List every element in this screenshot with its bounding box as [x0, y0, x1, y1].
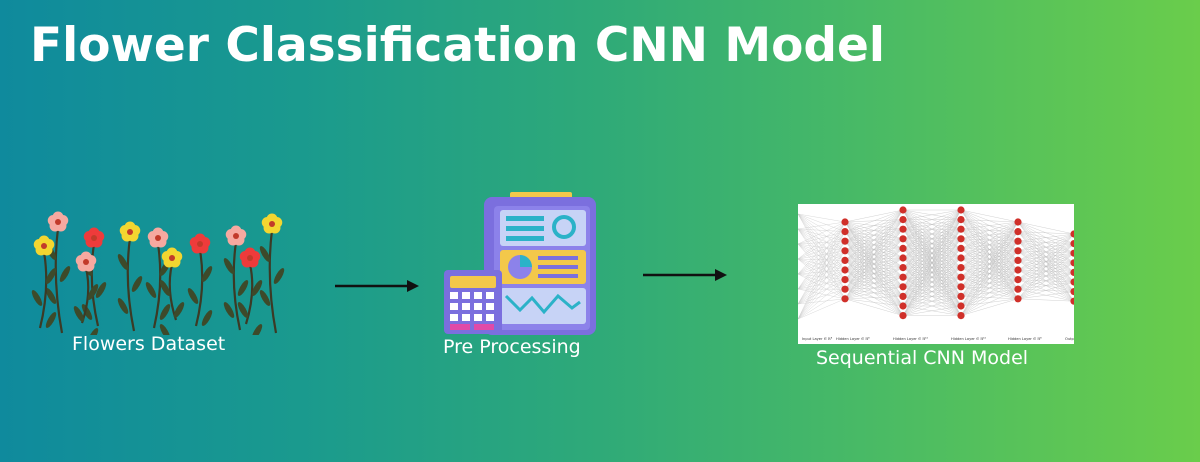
network-node	[1070, 240, 1074, 248]
layer-label: Hidden Layer ∈ ℝ⁸	[836, 337, 870, 341]
network-node	[841, 266, 849, 274]
network-node	[899, 225, 907, 233]
network-node	[1070, 230, 1074, 238]
stage-label-pre-processing: Pre Processing	[443, 336, 581, 358]
network-node	[1014, 237, 1022, 245]
layer-label: Input Layer ∈ ℝ⁸	[802, 337, 833, 341]
network-node	[1070, 297, 1074, 305]
network-node	[957, 206, 965, 214]
network-node	[1014, 228, 1022, 236]
network-node	[957, 254, 965, 262]
network-node	[957, 312, 965, 320]
network-node	[899, 216, 907, 224]
network-node	[957, 225, 965, 233]
network-node	[957, 216, 965, 224]
network-node	[1014, 285, 1022, 293]
network-node	[1070, 268, 1074, 276]
clipboard-calculator-illustration	[444, 192, 596, 335]
network-node	[899, 273, 907, 281]
page-title: Flower Classification CNN Model	[30, 18, 886, 73]
network-node	[1014, 247, 1022, 255]
arrow-right-icon	[335, 280, 419, 292]
arrow-right-icon	[643, 269, 727, 281]
network-node	[841, 247, 849, 255]
network-node	[957, 264, 965, 272]
network-node	[1070, 278, 1074, 286]
layer-label: Hidden Layer ∈ ℝ⁸	[1008, 337, 1042, 341]
network-node	[1014, 218, 1022, 226]
network-node	[1014, 256, 1022, 264]
network-node	[1070, 288, 1074, 296]
network-node	[899, 206, 907, 214]
network-node	[841, 218, 849, 226]
network-node	[957, 273, 965, 281]
layer-label: Hidden Layer ∈ ℝ¹⁰	[951, 337, 987, 341]
network-node	[899, 302, 907, 310]
network-node	[899, 283, 907, 291]
network-node	[957, 292, 965, 300]
flowers-illustration	[31, 211, 285, 335]
network-node	[841, 256, 849, 264]
layer-label: Outpu	[1065, 337, 1074, 341]
network-node	[899, 312, 907, 320]
network-node	[1070, 259, 1074, 267]
layer-label: Hidden Layer ∈ ℝ¹⁰	[893, 337, 929, 341]
network-node	[841, 285, 849, 293]
network-node	[1070, 249, 1074, 257]
network-node	[899, 264, 907, 272]
network-node	[841, 295, 849, 303]
network-node	[899, 292, 907, 300]
network-node	[841, 228, 849, 236]
network-node	[957, 302, 965, 310]
network-node	[957, 244, 965, 252]
network-node	[1014, 295, 1022, 303]
network-node	[841, 276, 849, 284]
stage-label-flowers-dataset: Flowers Dataset	[72, 333, 226, 355]
network-node	[957, 283, 965, 291]
network-node	[899, 254, 907, 262]
network-node	[899, 235, 907, 243]
stage-label-sequential-cnn-model: Sequential CNN Model	[816, 347, 1029, 369]
network-node	[1014, 266, 1022, 274]
network-node	[957, 235, 965, 243]
network-node	[1014, 276, 1022, 284]
network-node	[899, 244, 907, 252]
network-node	[841, 237, 849, 245]
